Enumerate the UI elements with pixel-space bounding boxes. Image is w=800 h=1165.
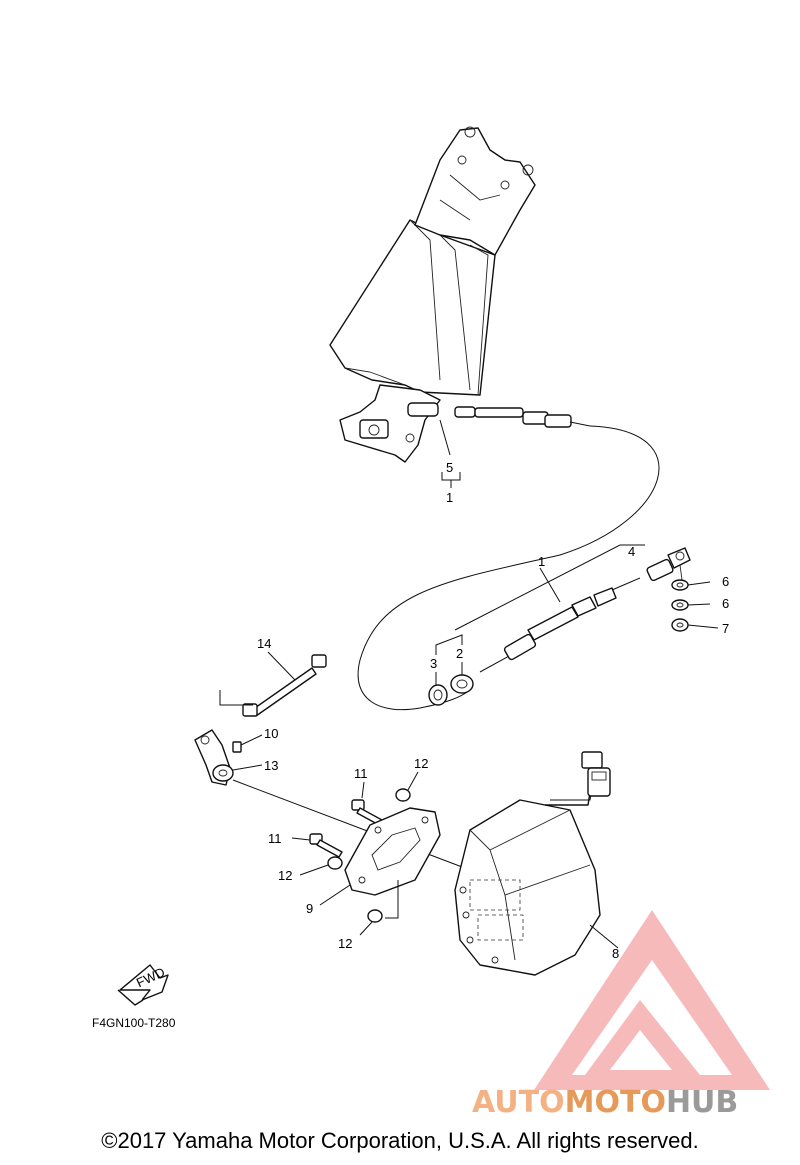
callout-5: 5: [446, 460, 453, 475]
diagram-code: F4GN100-T280: [92, 1016, 176, 1030]
steering-pole-housing: [329, 126, 536, 463]
bolt-10: [232, 734, 263, 753]
fwd-arrow-icon: FWD: [117, 964, 169, 1006]
watermark-moto: MOTO: [564, 1085, 666, 1120]
callout-10: 10: [264, 726, 278, 741]
washer-6b: [671, 599, 711, 611]
guide-line: [232, 779, 471, 871]
callout-1-top: 1: [446, 490, 453, 505]
callout-7: 7: [722, 621, 729, 636]
throttle-cable-upper-end: [407, 402, 591, 428]
callout-9: 9: [306, 901, 313, 916]
link-rod: [242, 651, 327, 717]
callout-3: 3: [430, 656, 437, 671]
callout-11b: 11: [268, 831, 282, 846]
watermark-logo-icon: [534, 910, 770, 1090]
collar-12c: [359, 880, 399, 936]
callout-2: 2: [456, 646, 463, 661]
throttle-module: [454, 799, 619, 976]
leader-line-13: [232, 764, 263, 771]
gasket-plate: [319, 807, 441, 906]
callout-bracket-5: [439, 419, 461, 488]
washer-6a: [671, 579, 711, 591]
callout-8: 8: [612, 946, 619, 961]
copyright-footer: ©2017 Yamaha Motor Corporation, U.S.A. A…: [101, 1128, 699, 1153]
watermark-text: AUTOMOTOHUB: [472, 1085, 738, 1120]
bolt-11b: [291, 833, 343, 858]
leader-line-2-3: [435, 634, 463, 655]
watermark-hub: HUB: [665, 1085, 739, 1120]
collar-12b: [299, 856, 343, 876]
callout-12c: 12: [338, 936, 352, 951]
callout-13: 13: [264, 758, 278, 773]
callout-6b: 6: [722, 596, 729, 611]
nut-3: [428, 684, 448, 706]
callout-4: 4: [628, 544, 635, 559]
watermark-auto: AUTO: [472, 1085, 565, 1120]
callout-11a: 11: [354, 766, 368, 781]
cable-loop: [357, 425, 660, 711]
callout-12b: 12: [278, 868, 292, 883]
collar-12a: [395, 771, 419, 802]
throttle-lever: [194, 690, 253, 786]
wire-connector: [545, 751, 611, 806]
washer-2: [450, 674, 474, 694]
throttle-cable-lower: [479, 567, 641, 673]
callout-14: 14: [257, 636, 271, 651]
leader-line-4: [454, 544, 645, 631]
callout-12a: 12: [414, 756, 428, 771]
callout-6a: 6: [722, 574, 729, 589]
ball-joint: [646, 547, 691, 582]
callout-1-mid: 1: [538, 554, 545, 569]
nut-7: [671, 618, 719, 632]
